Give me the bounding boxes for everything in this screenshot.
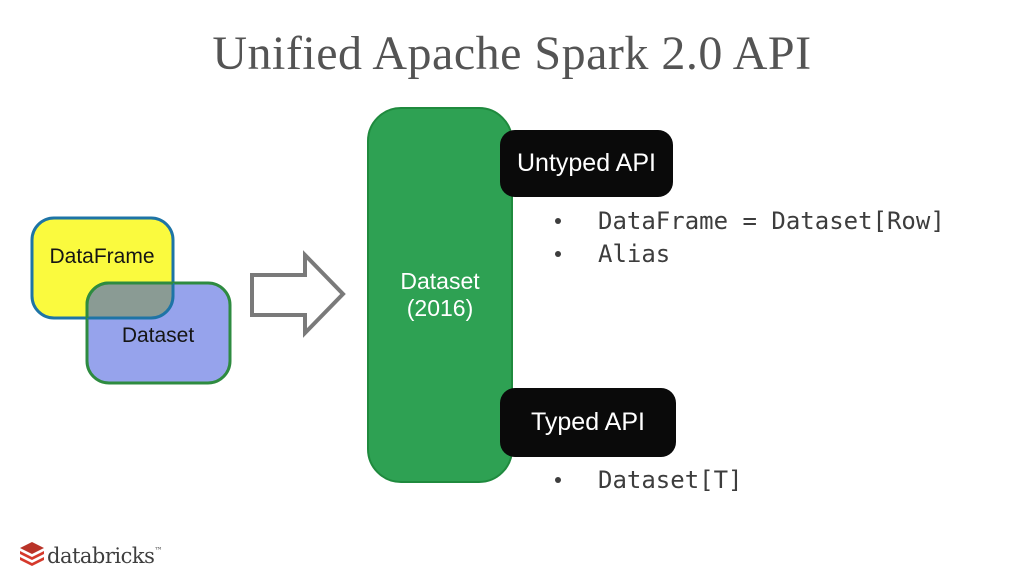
dataset-border-overlay: [85, 281, 173, 318]
dataframe-border-overlay: [87, 283, 175, 320]
dataframe-label: DataFrame: [49, 245, 154, 268]
bullet-dot-icon: [555, 217, 561, 224]
untyped-api-bullet-list: DataFrame = Dataset[Row] Alias: [548, 204, 945, 270]
bullet-text: Alias: [598, 239, 671, 268]
bullet-text: Dataset[T]: [598, 465, 743, 494]
dataset-2016-line2: (2016): [406, 295, 474, 321]
databricks-icon: [20, 541, 44, 566]
untyped-api-label: Untyped API: [517, 149, 656, 177]
page-title: Unified Apache Spark 2.0 API: [212, 27, 812, 80]
typed-api-bullet-list: Dataset[T]: [548, 463, 743, 496]
venn-overlap: [87, 283, 173, 318]
right-arrow-icon: [250, 250, 346, 338]
dataset-2016-line1: Dataset: [400, 268, 480, 294]
untyped-api-pill: Untyped API: [500, 130, 673, 197]
trademark-symbol: ™: [154, 546, 162, 555]
typed-api-label: Typed API: [531, 408, 645, 436]
bullet-dot-icon: [555, 476, 561, 483]
dataset-label: Dataset: [122, 324, 195, 347]
databricks-wordmark: databricks™: [47, 544, 162, 568]
databricks-logo: databricks™: [19, 539, 162, 568]
bullet-item: Dataset[T]: [548, 463, 743, 496]
dataset-2016-box: Dataset (2016): [367, 107, 513, 483]
bullet-item: Alias: [548, 237, 945, 270]
bullet-item: DataFrame = Dataset[Row]: [548, 204, 945, 237]
bullet-dot-icon: [555, 250, 561, 257]
typed-api-pill: Typed API: [500, 388, 676, 457]
bullet-text: DataFrame = Dataset[Row]: [598, 206, 945, 235]
